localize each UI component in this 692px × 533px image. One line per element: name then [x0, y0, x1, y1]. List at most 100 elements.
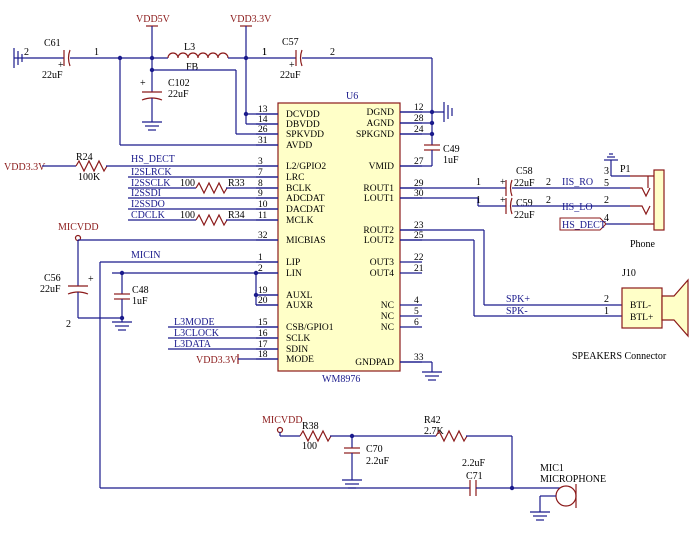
- r33-ref: R33: [228, 178, 245, 189]
- j10-pin1-num: 1: [604, 306, 609, 317]
- vdd33-mode-label: VDD3.3V: [196, 355, 238, 366]
- u6-right-pin-number: 27: [414, 157, 424, 167]
- c61-value: 22uF: [42, 70, 63, 81]
- c57-value: 22uF: [280, 70, 301, 81]
- u6-left-pin-number: 9: [258, 189, 263, 199]
- j10-label: SPEAKERS Connector: [572, 351, 667, 362]
- c102-plus: +: [140, 78, 146, 89]
- u6-left-pin-name: DBVDD: [286, 120, 320, 130]
- micvdd-left-label: MICVDD: [58, 222, 99, 233]
- c58-value: 22uF: [514, 178, 535, 189]
- u6-left-pin-name: SCLK: [286, 334, 310, 344]
- c102-value: 22uF: [168, 89, 189, 100]
- l3-ref: L3: [184, 42, 195, 53]
- u6-right-pin-name: NC: [381, 301, 394, 311]
- u6-right-pin-number: 6: [414, 318, 419, 328]
- u6-left-pin-name: MICBIAS: [286, 236, 326, 246]
- r42-value: 2.7K: [424, 426, 445, 437]
- u6-right-pin-number: 24: [414, 125, 424, 135]
- c56-ref: C56: [44, 273, 61, 284]
- u6-right-pin-name: NC: [381, 323, 394, 333]
- hs-dect-port: [559, 217, 607, 231]
- j10-pin2-num: 2: [604, 294, 609, 305]
- net-spk-p: SPK+: [506, 294, 530, 305]
- u6-right-pin-name: DGND: [367, 108, 395, 118]
- u6-left-pin-number: 17: [258, 340, 268, 350]
- u6-left-pin-number: 2: [258, 264, 263, 274]
- u6-left-pin-number: 32: [258, 231, 268, 241]
- r42-resistor: [435, 429, 468, 443]
- r42-ref: R42: [424, 415, 441, 426]
- c58-plus: +: [500, 177, 506, 188]
- c58-pin2: 2: [546, 177, 551, 188]
- u6-right-pin-number: 28: [414, 114, 424, 124]
- c61-pin2: 2: [24, 47, 29, 58]
- c59-pin2: 2: [546, 195, 551, 206]
- vdd33-top-label: VDD3.3V: [230, 14, 272, 25]
- u6-right-pin-name: GNDPAD: [355, 358, 394, 368]
- c58-pin1: 1: [476, 177, 481, 188]
- r33-value: 100: [180, 178, 195, 189]
- r33-resistor: [195, 181, 228, 195]
- net-micin: MICIN: [131, 250, 160, 261]
- c58-ref: C58: [516, 166, 533, 177]
- net-i2s-sclk: I2SSCLK: [131, 178, 171, 189]
- c61-ref: C61: [44, 38, 61, 49]
- p1-ref: P1: [620, 164, 631, 175]
- u6-left-pin-name: AVDD: [286, 141, 312, 151]
- l3-inductor: [167, 52, 229, 59]
- ground-rail: C49 1uF: [400, 102, 460, 167]
- c71-ref: C71: [466, 471, 483, 482]
- r34-resistor: [195, 213, 228, 227]
- speaker-output: SPK+ SPK- 2 1 J10 BTL- BTL+ SPEAKERS Con…: [400, 229, 689, 362]
- c57-pin1: 1: [262, 47, 267, 58]
- mic-input: MICVDD + C56 22uF 2 MICIN C48 1uF: [40, 222, 278, 488]
- speaker-icon: [661, 278, 689, 338]
- u6-right-pin-number: 5: [414, 307, 419, 317]
- u6-left-pin-number: 18: [258, 350, 268, 360]
- u6-right-pin-name: OUT4: [370, 269, 395, 279]
- u6-left-pin-number: 19: [258, 286, 268, 296]
- p1-pin-2: 2: [604, 195, 609, 206]
- l3-pin1: 1: [262, 47, 267, 58]
- r34-ref: R34: [228, 210, 245, 221]
- vdd33-left-label: VDD3.3V: [4, 162, 46, 173]
- vdd5-label: VDD5V: [136, 14, 171, 25]
- c59-ref: C59: [516, 198, 533, 209]
- p1-pin-3: 3: [604, 166, 609, 177]
- mic-bias-network: MICVDD R38 100 C70 2.2uF R42 2.7K 2.2uF …: [100, 415, 606, 521]
- mic1-ref: MIC1: [540, 463, 564, 474]
- net-cdclk: CDCLK: [131, 210, 166, 221]
- c59-plus: +: [500, 195, 506, 206]
- c57-pin2: 2: [330, 47, 335, 58]
- u6-right-pin-name: AGND: [367, 119, 395, 129]
- u6-right-pin-number: 30: [414, 189, 424, 199]
- u6-left-pin-number: 10: [258, 200, 268, 210]
- u6-part: WM8976: [322, 374, 360, 385]
- u6-right-pin-name: OUT3: [370, 258, 395, 268]
- l3-value: FB: [186, 62, 199, 73]
- digital-interface: VDD3.3V R24 100K HS_DECT I2SLRCK I2SSCLK…: [4, 152, 278, 227]
- c71-value: 2.2uF: [462, 458, 486, 469]
- c56-plus: +: [88, 274, 94, 285]
- c70-value: 2.2uF: [366, 456, 390, 467]
- net-l3clock: L3CLOCK: [174, 328, 220, 339]
- u6-left-pin-name: SPKVDD: [286, 130, 324, 140]
- u6-left-pin-name: CSB/GPIO1: [286, 323, 334, 333]
- c59-value: 22uF: [514, 210, 535, 221]
- mic1-label: MICROPHONE: [540, 474, 606, 485]
- u6-ref: U6: [346, 91, 358, 102]
- u6-left-pin-number: 13: [258, 105, 268, 115]
- u6-right-pin-name: SPKGND: [356, 130, 394, 140]
- u6-right-pin-name: LOUT1: [364, 194, 394, 204]
- c61-pin1: 1: [94, 47, 99, 58]
- c56-value: 22uF: [40, 284, 61, 295]
- c48-value: 1uF: [132, 296, 148, 307]
- u6-right-pin-number: 22: [414, 253, 424, 263]
- u6-left-pin-number: 11: [258, 211, 267, 221]
- j10-pin1-name: BTL+: [630, 313, 653, 323]
- net-iis-lo: IIS_LO: [562, 202, 593, 213]
- net-hs-dect-p1: HS_DECT: [562, 220, 606, 231]
